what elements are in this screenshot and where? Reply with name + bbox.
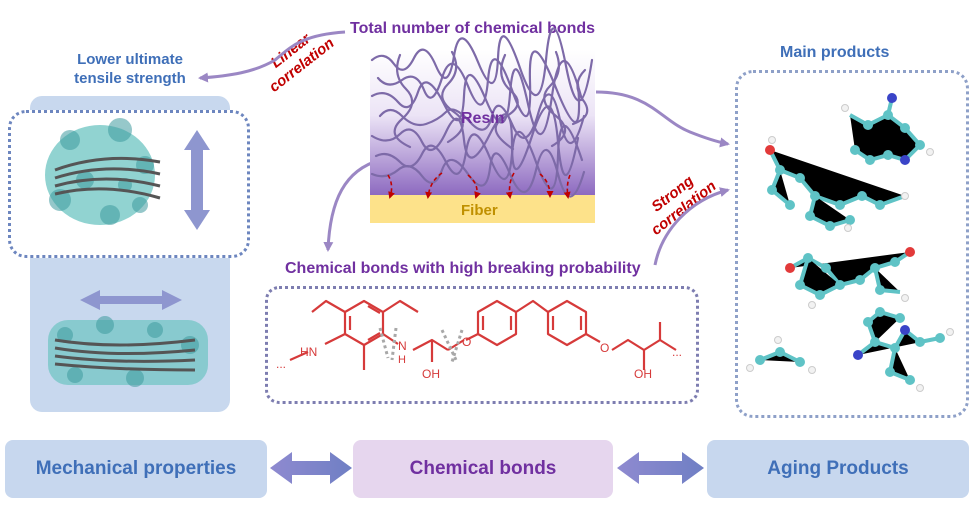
o-label-right: O: [600, 341, 609, 355]
arrow-title-to-left: [198, 30, 346, 83]
chain-ellipsis-left: ...: [276, 357, 286, 371]
arrow-resin-to-products: [595, 90, 730, 148]
arrow-chem-to-products: [653, 187, 730, 266]
mechanical-properties-box: Mechanical properties: [5, 440, 267, 498]
left-heading-line-1: Lower ultimate: [77, 51, 183, 68]
o-label-left: O: [462, 335, 471, 349]
chemical-bonds-label: Chemical bonds: [409, 458, 557, 479]
chemical-structure-box: [265, 286, 699, 404]
h-label: H: [398, 354, 406, 366]
chemical-bonds-box: Chemical bonds: [353, 440, 613, 498]
n-label: N: [398, 339, 407, 353]
double-arrow-right: [617, 452, 704, 484]
oh-label-right: OH: [634, 367, 652, 381]
composite-horizontal-image: [48, 316, 208, 387]
resin-label: Resin: [461, 110, 505, 127]
vertical-double-arrow: [184, 130, 210, 230]
fiber-block: [370, 195, 595, 223]
left-heading: Lower ultimate tensile strength: [50, 50, 210, 88]
aging-products-box: Aging Products: [707, 440, 969, 498]
chain-ellipsis-right: ...: [672, 345, 682, 359]
arrow-resin-to-chem: [323, 158, 381, 252]
nh-label: HN: [300, 345, 317, 359]
breaking-bond-marks: [378, 327, 464, 363]
chemical-structure: [289, 299, 677, 370]
chem-bonds-title: Chemical bonds with high breaking probab…: [285, 260, 641, 277]
horizontal-double-arrow: [80, 290, 182, 310]
product-atoms: [746, 93, 954, 392]
fiber-label: Fiber: [461, 202, 498, 219]
total-bonds-title: Total number of chemical bonds: [350, 20, 596, 37]
resin-polymer-chains: [370, 27, 594, 198]
composite-vertical-image: [45, 118, 161, 225]
double-arrow-left: [270, 452, 352, 484]
left-heading-line-2: tensile strength: [74, 70, 186, 87]
oh-label-left: OH: [422, 367, 440, 381]
diffusion-arrows: [387, 172, 571, 199]
aging-products-label: Aging Products: [767, 458, 909, 479]
product-molecule-1: [768, 149, 906, 229]
main-products-title: Main products: [780, 44, 890, 61]
mechanical-properties-label: Mechanical properties: [35, 458, 237, 479]
